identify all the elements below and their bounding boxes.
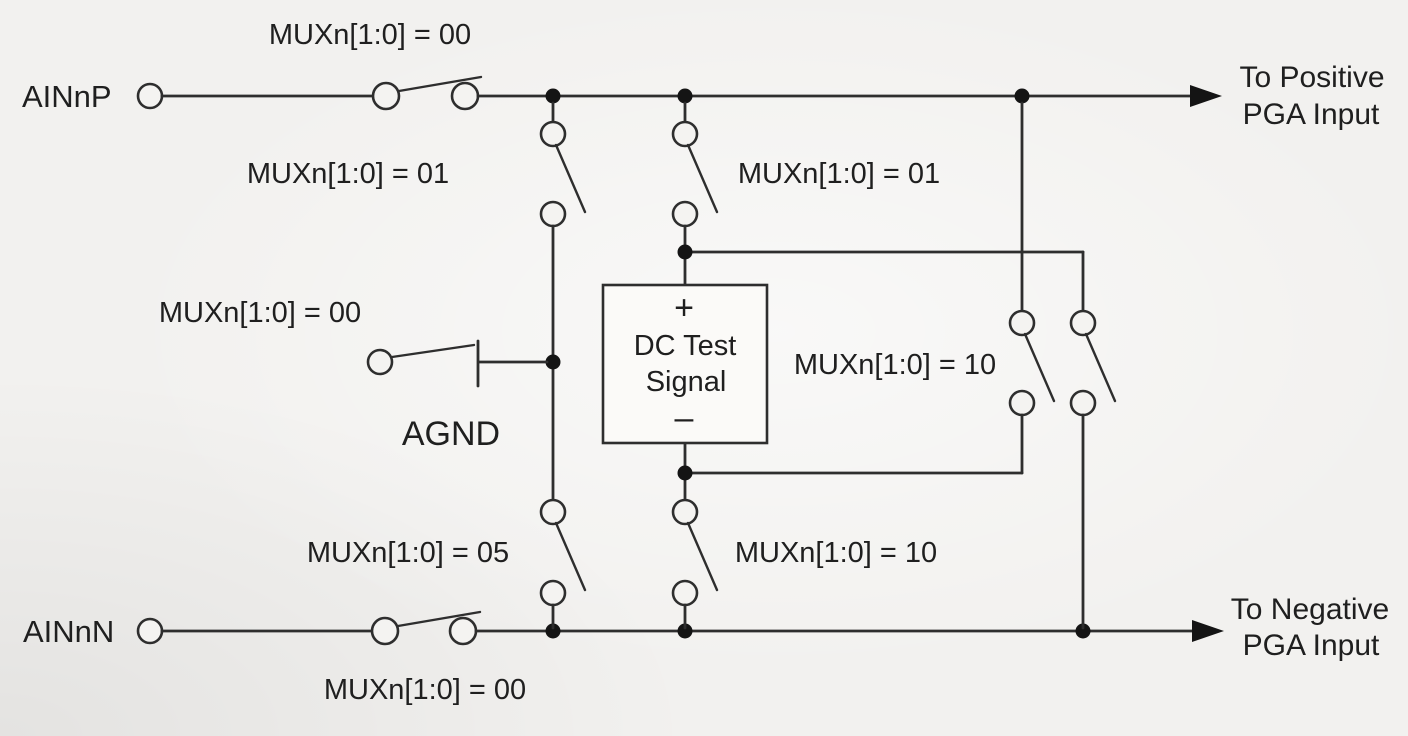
switch-contact (539, 498, 567, 526)
label-mux10-bottom: MUXn[1:0] = 10 (735, 537, 937, 569)
junction-dot (545, 623, 561, 639)
switch-arm (390, 343, 476, 359)
switch-contact (1069, 389, 1097, 417)
ainn-terminal-circle (136, 617, 164, 645)
switch-arm (1084, 332, 1117, 403)
switch-contact (539, 579, 567, 607)
ainp-switch-contact-right (450, 81, 480, 111)
terminal-label-ainp: AINnP (22, 79, 112, 114)
ainn-switch-contact-right (448, 616, 478, 646)
switch-arm (686, 521, 719, 592)
dc-test-box-outline (601, 283, 769, 445)
agnd-chain (539, 101, 587, 630)
junction-dot (1014, 88, 1030, 104)
label-mux01-right: MUXn[1:0] = 01 (738, 158, 940, 190)
switch-arm (554, 521, 587, 592)
ainn-rail (136, 610, 1224, 646)
switch-contact (671, 498, 699, 526)
ainp-terminal-circle (136, 82, 164, 110)
switch-contact (1008, 389, 1036, 417)
switch-contact (539, 200, 567, 228)
junction-dot (677, 465, 693, 481)
label-mux01-left: MUXn[1:0] = 01 (247, 158, 449, 190)
junction-dot (677, 623, 693, 639)
junction-dot (677, 88, 693, 104)
labels: MUXn[1:0] = 00 AINnP MUXn[1:0] = 01 MUXn… (22, 19, 1389, 706)
ainn-switch-contact-left (370, 616, 400, 646)
dc-test-minus-sign: – (675, 399, 694, 437)
switch-contact (366, 348, 394, 376)
test-signal-chain (671, 101, 1085, 630)
dc-test-label-line1: DC Test (634, 330, 737, 362)
output-label-positive-line1: To Positive (1239, 61, 1384, 94)
agnd-switch (366, 339, 549, 388)
junction-dot (545, 354, 561, 370)
ainn-switch-arm (396, 610, 482, 628)
switch-arm (554, 143, 587, 214)
switch-contact (539, 120, 567, 148)
label-mux10-right: MUXn[1:0] = 10 (794, 349, 996, 381)
switch-arm (1023, 332, 1056, 403)
junction-dot (677, 244, 693, 260)
dc-test-signal-box: + DC Test Signal – (601, 283, 769, 445)
label-mux-bottom: MUXn[1:0] = 00 (324, 674, 526, 706)
label-mux-top: MUXn[1:0] = 00 (269, 19, 471, 51)
test-swap-switches (1008, 101, 1117, 630)
ainp-rail (136, 75, 1222, 111)
switch-contact (671, 120, 699, 148)
switch-contact (671, 200, 699, 228)
dc-test-plus-sign: + (674, 289, 694, 327)
label-mux05-lower: MUXn[1:0] = 05 (307, 537, 509, 569)
junction-dot (1075, 623, 1091, 639)
ainp-switch-contact-left (371, 81, 401, 111)
switch-arm (686, 143, 719, 214)
ainp-switch-arm (397, 75, 483, 93)
junction-dot (545, 88, 561, 104)
output-label-negative-line1: To Negative (1231, 593, 1389, 626)
output-label-negative-line2: PGA Input (1243, 629, 1380, 662)
terminal-label-ainn: AINnN (23, 614, 114, 649)
positive-pga-arrowhead (1190, 85, 1222, 107)
dc-test-label-line2: Signal (646, 366, 727, 398)
switch-contact (1069, 309, 1097, 337)
output-label-positive-line2: PGA Input (1243, 98, 1380, 131)
negative-pga-arrowhead (1192, 620, 1224, 642)
label-agnd: AGND (402, 415, 500, 453)
label-mux00-agnd: MUXn[1:0] = 00 (159, 297, 361, 329)
switch-contact (1008, 309, 1036, 337)
switch-contact (671, 579, 699, 607)
